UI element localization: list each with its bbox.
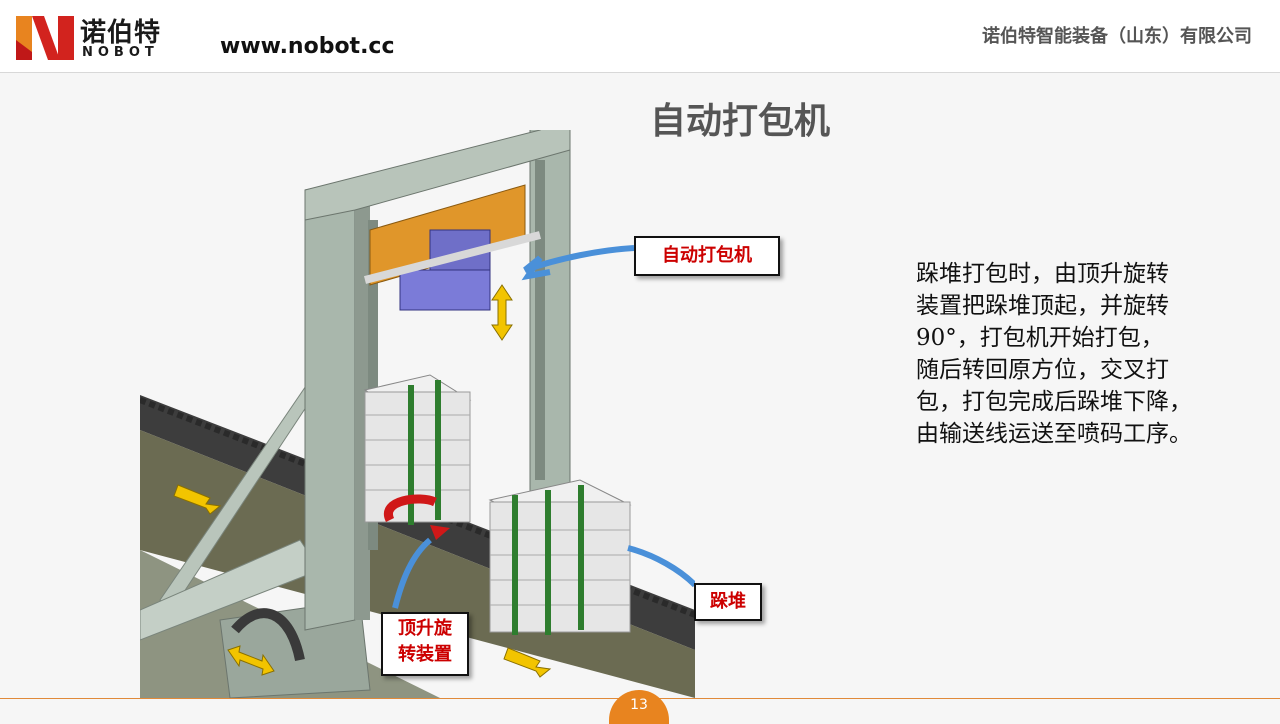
callout-stack: 跺堆 xyxy=(694,583,762,621)
flow-arrow-icon xyxy=(173,484,222,515)
nobot-logo-icon xyxy=(16,16,74,60)
packing-head xyxy=(364,184,541,311)
description-text: 跺堆打包时，由顶升旋转 装置把跺堆顶起，并旋转 90°，打包机开始打包， 随后转… xyxy=(916,261,1192,447)
pointer-arrow-icon xyxy=(392,537,433,609)
pointer-arrow-icon xyxy=(521,245,635,281)
up-down-arrow-icon xyxy=(491,284,513,341)
callout-packing-machine: 自动打包机 xyxy=(634,236,780,276)
header-bar: 诺伯特 NOBOT www.nobot.cc 诺伯特智能装备（山东）有限公司 xyxy=(0,0,1280,73)
company-name: 诺伯特智能装备（山东）有限公司 xyxy=(982,26,1252,47)
left-right-arrow-icon xyxy=(227,645,275,676)
pointer-arrow-icon xyxy=(627,545,695,588)
flow-arrow-icon xyxy=(503,647,552,678)
packing-machine-illustration xyxy=(140,130,695,698)
callout-lift-rotate-device: 顶升旋 转装置 xyxy=(381,612,469,676)
pallet-stack xyxy=(488,479,632,635)
logo-english-name: NOBOT xyxy=(82,45,159,60)
rotate-arrow-icon xyxy=(384,494,437,523)
gantry-frame xyxy=(304,130,571,631)
website-url[interactable]: www.nobot.cc xyxy=(220,34,395,59)
logo-chinese-name: 诺伯特 xyxy=(80,18,162,48)
slide-title: 自动打包机 xyxy=(650,101,831,142)
